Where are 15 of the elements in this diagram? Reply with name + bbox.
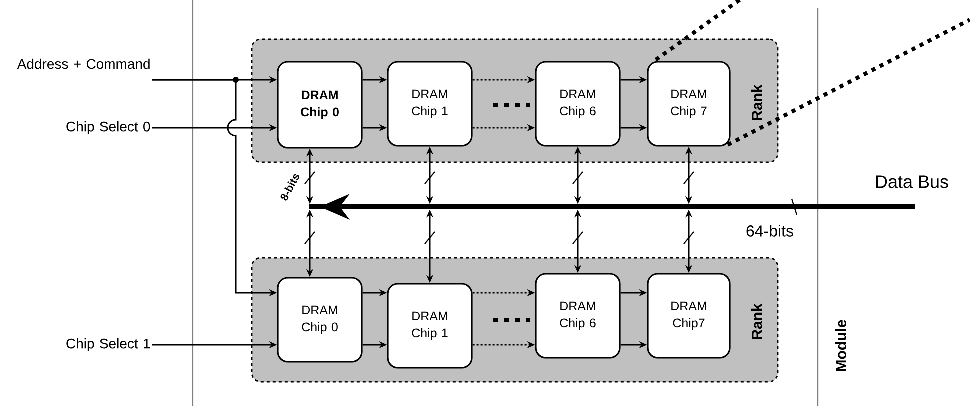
chip-box: DRAM Chip 0 [277,61,363,149]
chip-box: DRAM Chip 6 [535,61,621,147]
chip-box: DRAM Chip 0 [277,277,363,363]
signal-label: Address + Command [17,58,150,70]
chip-box: DRAM Chip 1 [387,61,473,147]
signal-label: Chip Select 1 [66,338,150,352]
bit-width-label: 64-bits [745,224,795,238]
chip-box: DRAM Chip 6 [535,273,621,359]
chip-box: DRAM Chip7 [647,273,731,359]
chip-box: DRAM Chip 1 [387,283,473,369]
bus-label: Data Bus [874,174,950,190]
chip-box: DRAM Chip 7 [647,61,731,147]
module-label: Module [834,318,848,374]
signal-label: Chip Select 0 [66,121,150,135]
data-bus-line [309,194,915,220]
